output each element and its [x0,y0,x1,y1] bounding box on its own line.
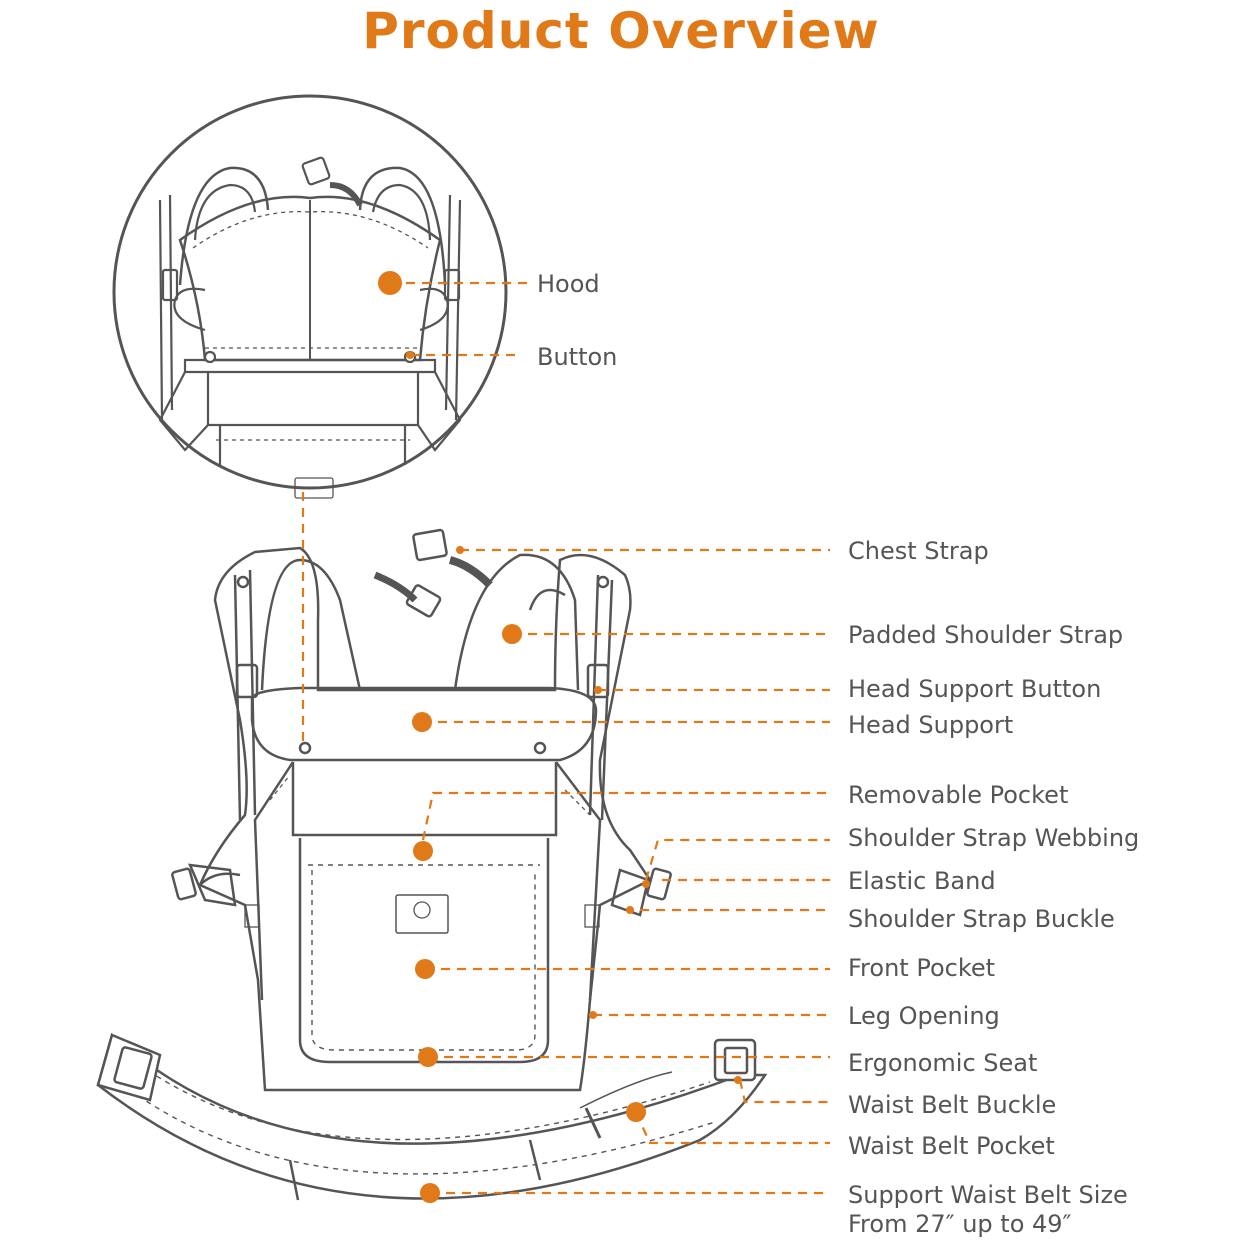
label-shoulder-strap-webbing: Shoulder Strap Webbing [848,824,1139,852]
label-support-waist-belt-range: From 27″ up to 49″ [848,1210,1072,1238]
hood-detail-view [112,94,508,499]
page-title: Product Overview [362,2,880,60]
label-chest-strap: Chest Strap [848,537,989,565]
label-leg-opening: Leg Opening [848,1002,1000,1030]
label-button: Button [537,343,617,371]
marker-chest-strap [456,546,464,554]
carrier-body [171,528,672,1092]
callout-leaders [301,281,830,1195]
marker-shoulder-strap-buckle [626,906,634,914]
label-ergonomic-seat: Ergonomic Seat [848,1049,1037,1077]
detail-circle [112,94,508,490]
marker-head-support-button [594,686,602,694]
label-hood: Hood [537,270,600,298]
label-front-pocket: Front Pocket [848,954,995,982]
marker-removable-pocket [413,841,433,861]
label-elastic-band: Elastic Band [848,867,996,895]
label-waist-belt-buckle: Waist Belt Buckle [848,1091,1056,1119]
marker-front-pocket [415,959,435,979]
marker-hood [378,271,402,295]
marker-support-waist-belt [420,1183,440,1203]
marker-ergonomic-seat [418,1047,438,1067]
marker-elastic-band [642,880,650,888]
label-waist-belt-pocket: Waist Belt Pocket [848,1132,1055,1160]
label-shoulder-strap-buckle: Shoulder Strap Buckle [848,905,1115,933]
label-support-waist-belt-size: Support Waist Belt Size [848,1181,1128,1209]
marker-padded-shoulder-strap [502,624,522,644]
marker-head-support [412,712,432,732]
marker-waist-belt-buckle [734,1076,742,1084]
label-head-support-button: Head Support Button [848,675,1101,703]
waist-belt [96,1032,768,1201]
label-removable-pocket: Removable Pocket [848,781,1068,809]
label-padded-shoulder-strap: Padded Shoulder Strap [848,621,1123,649]
marker-button [406,351,414,359]
marker-leg-opening [589,1011,597,1019]
label-head-support: Head Support [848,711,1013,739]
callout-labels: Hood Button Chest Strap Padded Shoulder … [537,270,1139,1238]
marker-waist-belt-pocket [626,1102,646,1122]
callout-markers [378,271,742,1203]
